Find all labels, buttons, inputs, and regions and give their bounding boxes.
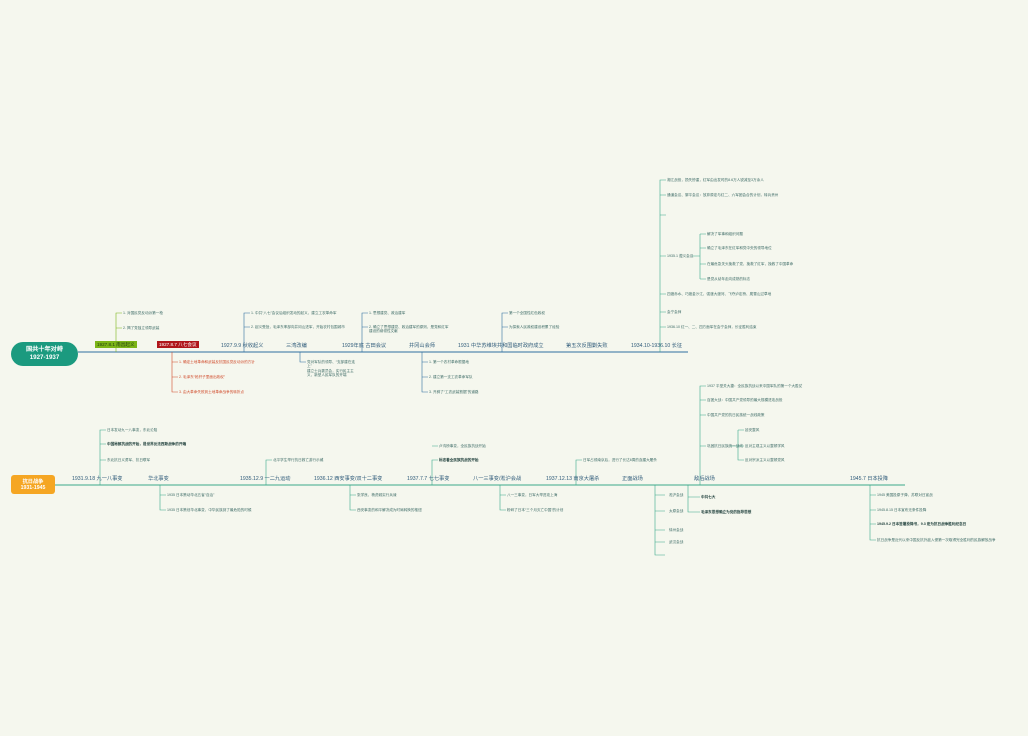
detail-text: 卢沟桥事变，全民族抗战开始 bbox=[439, 444, 486, 448]
topic-aug-13-incident[interactable]: 八一三事变/淞沪会战 bbox=[473, 476, 522, 482]
detail-text: 1935 日本策划华北事变，中华民族到了最危险的时候 bbox=[167, 508, 252, 512]
topic-xian-incident[interactable]: 1936.12 西安事变/双十二事变 bbox=[314, 476, 383, 482]
detail-text: 1937 平型关大捷：全民族抗战以来中国军队的第一个大胜仗 bbox=[707, 384, 803, 388]
detail-text: 1. 确定土地革命和武装反抗国民党反动派的方针 bbox=[179, 360, 255, 364]
topic-japan-surrender[interactable]: 1945.7 日本投降 bbox=[850, 476, 889, 482]
detail-text: 百团大战：中国共产党领导的最大规模进攻战役 bbox=[707, 398, 783, 402]
detail-text: 在最危急关头挽救了党、挽救了红军，挽救了中国革命 bbox=[707, 262, 794, 266]
detail-text: 2. 建立第一支工农革命军队 bbox=[429, 375, 473, 379]
detail-text: 通道会议、黎平会议：放弃原定与红二、六军团会合的计划，转兵贵州 bbox=[667, 193, 779, 197]
detail-text: 2. 起义受挫，毛泽东率部向井冈山进军，开始农村包围城市 bbox=[251, 325, 345, 329]
detail-text: 1. 对国民党反动派第一枪 bbox=[123, 311, 163, 315]
detail-qida-label: 中共七大 bbox=[701, 495, 716, 499]
detail-text: 北平学生举行抗日救亡游行示威 bbox=[273, 458, 324, 462]
detail-text: 巩固抗日民族统一战线 bbox=[707, 444, 743, 448]
detail-text: 2. 毛泽东“枪杆子里面出政权” bbox=[179, 375, 225, 379]
detail-text: 1945 美国投原子弹，苏联对日宣战 bbox=[877, 493, 933, 497]
topic-gutian-conference[interactable]: 1929年底 古田会议 bbox=[342, 343, 387, 349]
topic-long-march[interactable]: 1934.10-1936.10 长征 bbox=[631, 343, 683, 349]
detail-text: 八一三事变，日军大举进攻上海 bbox=[507, 493, 558, 497]
topic-north-china-incident[interactable]: 华北事变 bbox=[148, 476, 169, 482]
detail-text: 淞沪会战 bbox=[669, 493, 684, 497]
detail-text: 1. 思想建党、政治建军 bbox=[369, 311, 406, 315]
detail-text: 1945.9.2 日本签署投降书，9.3 定为抗日战争胜利纪念日 bbox=[877, 522, 967, 526]
topic-nanchang-uprising[interactable]: 1927.8.1 南昌起义 bbox=[95, 341, 137, 348]
detail-text: 1. 第一个农村革命根据地 bbox=[429, 360, 469, 364]
detail-zunyi: 1935.1 遵义会议 bbox=[667, 254, 694, 258]
detail-text: 2. 揭了党独立领导武装 bbox=[123, 326, 160, 330]
root-subtitle: 1927-1937 bbox=[29, 354, 60, 361]
topic-sanwan-reorganization[interactable]: 三湾改编 bbox=[286, 343, 307, 349]
detail-text: 中国共产党的抗日民族统一战线政策 bbox=[707, 413, 765, 417]
topic-july-7-incident[interactable]: 1937.7.7 七七事变 bbox=[407, 476, 450, 482]
detail-text: 3. 由大革命失败到土地革命战争的转折点 bbox=[179, 390, 245, 394]
detail-text: 为探索人民政权建设积累了经验 bbox=[509, 325, 560, 329]
topic-august-7-meeting[interactable]: 1927.8.7 八七会议 bbox=[157, 341, 199, 348]
detail-text: 毛泽东思想确立为党的指导思想 bbox=[701, 510, 752, 514]
detail-text: 武汉会战 bbox=[669, 540, 684, 544]
root-title: 抗日战争 bbox=[22, 478, 44, 485]
detail-text: 太原会战 bbox=[669, 509, 684, 513]
detail-text: 日本发动九一八事变，东北沦陷 bbox=[107, 428, 158, 432]
detail-text: 反对宗派主义以整顿党风 bbox=[745, 458, 785, 462]
detail-text: 1935 日本策动华北五省“自治” bbox=[167, 493, 215, 497]
detail-text: 抗日战争是近代以来中国反抗外敌入侵第一次取得完全胜利的民族解放战争 bbox=[877, 538, 996, 542]
detail-text: 党对军队的领导、“支部建在连上” bbox=[307, 360, 355, 369]
detail-text: 西安事变的和平解决成为时局转换的枢纽 bbox=[357, 508, 422, 512]
detail-text: 解决了军事和组织问题 bbox=[707, 232, 743, 236]
root-node-anti-japanese-war[interactable]: 抗日战争 1931-1945 bbox=[11, 475, 55, 494]
topic-sept-18-incident[interactable]: 1931.9.18 九一八事变 bbox=[72, 476, 123, 482]
topic-dec-9-movement[interactable]: 1935.12.9 一二九运动 bbox=[240, 476, 291, 482]
topic-rear-battlefield[interactable]: 敌后战场 bbox=[694, 476, 715, 482]
topic-fifth-encirclement[interactable]: 第五次反围剿失败 bbox=[566, 343, 608, 349]
root-title: 国共十年对峙 bbox=[25, 346, 64, 353]
detail-text: 第一个全国性红色政权 bbox=[509, 311, 545, 315]
detail-text: 东北抗日义勇军、抗日联军 bbox=[107, 458, 151, 462]
topic-autumn-harvest[interactable]: 1927.9.9 秋收起义 bbox=[221, 343, 264, 349]
detail-text: 1936.10 红一、二、四方面军在会宁会师，长征胜利结束 bbox=[667, 325, 757, 329]
topic-jinggangshan[interactable]: 井冈山会师 bbox=[409, 343, 435, 349]
detail-text: 2. 确立了思想建党、政治建军的原则，是党和红军建设的纲领性文献 bbox=[369, 325, 449, 334]
detail-text: 反对主观主义以整顿学风 bbox=[745, 444, 785, 448]
root-subtitle: 1931-1945 bbox=[20, 484, 46, 491]
topic-soviet-republic[interactable]: 1931 中华苏维埃共和国临时政府成立 bbox=[458, 343, 544, 349]
detail-text: 粉碎了日本“三个月灭亡中国”的计划 bbox=[507, 508, 564, 512]
detail-text: 标志着全民族抗战的开始 bbox=[439, 458, 479, 462]
root-node-kmt-cpc-decade[interactable]: 国共十年对峙 1927-1937 bbox=[11, 342, 78, 366]
topic-nanjing-massacre[interactable]: 1937.12.13 南京大屠杀 bbox=[546, 476, 600, 482]
detail-text: 四渡赤水、巧渡金沙江、强渡大渡河、飞夺泸定桥、爬雪山过草地 bbox=[667, 292, 772, 296]
detail-yanan-label: 延安整风 bbox=[745, 428, 760, 432]
detail-text: 3. 开辟了“工农武装割据”的道路 bbox=[429, 390, 479, 394]
detail-text: 建立士兵委员会，实行民主主义，新型人民军队的开端 bbox=[307, 369, 354, 378]
detail-text: 中国局部抗战的开始，是世界反法西斯战争的开端 bbox=[107, 442, 187, 446]
detail-text: 1945.8.15 日本宣布无条件投降 bbox=[877, 508, 927, 512]
detail-text: 日军占领南京后，进行了长达6周的血腥大屠杀 bbox=[583, 458, 657, 462]
detail-text: 是党从幼年走向成熟的标志 bbox=[707, 277, 751, 281]
topic-frontline-battlefield[interactable]: 正面战场 bbox=[622, 476, 643, 482]
detail-text: 徐州会战 bbox=[669, 528, 684, 532]
detail-text: 会宁会师 bbox=[667, 310, 682, 314]
detail-text: 1. 中共“八七”会议后组织发动的起义，建立工农革命军 bbox=[251, 311, 337, 315]
detail-text: 确立了毛泽东在红军和党中央的领导地位 bbox=[707, 246, 772, 250]
detail-text: 张学良、杨虎城实行兵谏 bbox=[357, 493, 397, 497]
detail-text: 湘江战役，损失惨重，红军由出发时的8.6万人锐减至3万余人 bbox=[667, 178, 764, 182]
